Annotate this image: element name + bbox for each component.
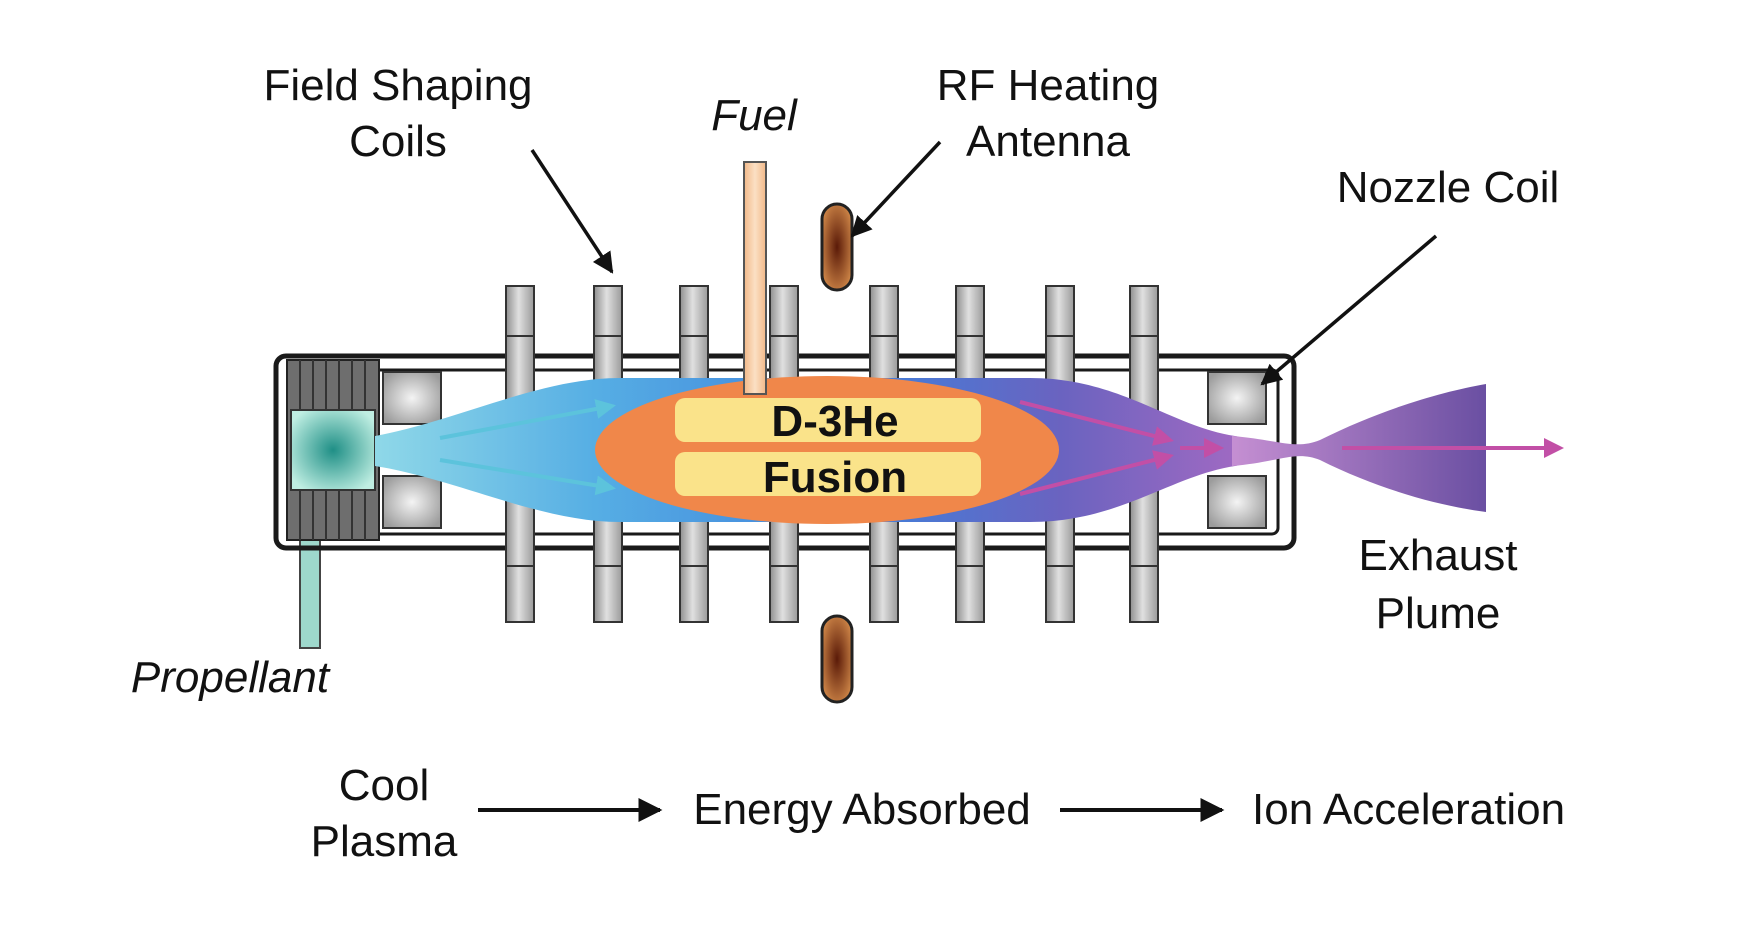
flow-stage1-line1: Cool — [339, 761, 430, 810]
flow-stage1-line2: Plasma — [311, 817, 458, 866]
rf-antenna-bottom — [820, 614, 854, 704]
field-coils-label-line1: Field Shaping — [263, 61, 532, 110]
fuel-rod — [743, 161, 767, 395]
flow-arrow-upper — [439, 399, 616, 440]
rf-antenna-callout-arrow — [850, 140, 942, 238]
core-label-line1: D-3He — [771, 397, 898, 446]
exhaust-label-line2: Plume — [1376, 589, 1501, 638]
field-coils-callout-arrow — [530, 149, 614, 274]
end-coil-top — [382, 371, 442, 425]
fusion-core — [595, 376, 1059, 524]
field-coils-label-line2: Coils — [349, 117, 447, 166]
accel-arrow-upper — [1019, 400, 1174, 446]
propellant-label: Propellant — [131, 653, 331, 702]
accel-arrow-lower — [1019, 450, 1174, 496]
flow-stage3: Ion Acceleration — [1252, 785, 1565, 834]
rf-label-line1: RF Heating — [937, 61, 1160, 110]
fuel-label: Fuel — [711, 91, 798, 140]
nozzle-coil-bottom — [1207, 475, 1267, 529]
rf-label-line2: Antenna — [966, 117, 1130, 166]
exhaust-label-line1: Exhaust — [1359, 531, 1518, 580]
nozzle-coil-callout-arrow — [1260, 234, 1438, 386]
nozzle-coil-label: Nozzle Coil — [1337, 163, 1560, 212]
nozzle-coil-top — [1207, 371, 1267, 425]
end-coil-bottom — [382, 475, 442, 529]
injector-coil-block — [286, 359, 380, 541]
core-label-line2: Fusion — [763, 453, 907, 502]
coil-segment-lines — [506, 335, 1158, 567]
rf-antenna-top — [820, 202, 854, 292]
flow-arrow-lower — [439, 458, 616, 496]
flow-stage2: Energy Absorbed — [693, 785, 1031, 834]
